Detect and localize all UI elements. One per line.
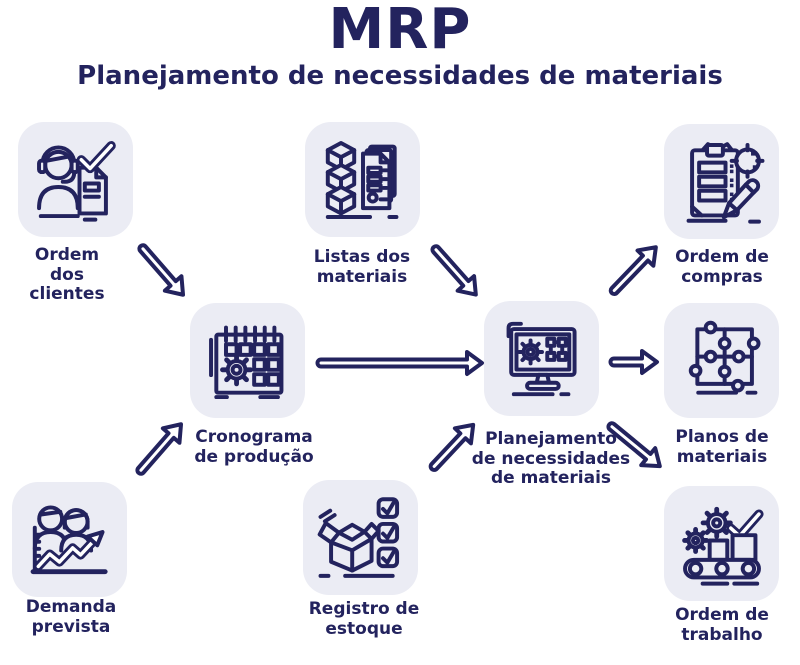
label-ordem-compras: Ordem de compras xyxy=(675,247,769,287)
diagram-subtitle: Planejamento de necessidades de materiai… xyxy=(77,61,723,91)
bill-of-materials-icon xyxy=(325,140,398,219)
inventory-record-icon xyxy=(317,496,399,578)
arrow-planejamento-to-trabalho xyxy=(606,421,662,469)
label-planejamento: Planejamento de necessidades de materiai… xyxy=(471,429,631,489)
arrow-cronograma-to-planejamento xyxy=(315,350,484,376)
node-registro-estoque xyxy=(303,480,418,595)
label-registro-estoque: Registro de estoque xyxy=(308,599,420,639)
node-ordem-compras xyxy=(664,124,779,239)
demand-forecast-icon xyxy=(30,504,108,574)
arrow-listas-to-planejamento xyxy=(430,244,478,297)
label-listas-materiais: Listas dos materiais xyxy=(313,247,411,287)
customer-order-icon xyxy=(36,140,116,222)
node-listas-materiais xyxy=(305,122,420,237)
arrow-registro-to-planejamento xyxy=(428,422,476,472)
material-plans-icon xyxy=(688,320,761,395)
node-planejamento-mrp xyxy=(484,301,599,416)
label-ordem-clientes: Ordem dos clientes xyxy=(29,245,105,305)
arrow-planejamento-to-planos xyxy=(608,349,659,375)
arrow-demanda-to-cronograma xyxy=(135,422,184,476)
arrow-planejamento-to-compras xyxy=(608,245,658,296)
node-planos-materiais xyxy=(664,303,779,418)
diagram-title: MRP xyxy=(328,0,472,62)
label-ordem-trabalho: Ordem de trabalho xyxy=(675,605,769,645)
production-schedule-icon xyxy=(208,325,283,399)
purchase-order-icon xyxy=(686,141,764,224)
label-cronograma: Cronograma de produção xyxy=(194,427,314,467)
label-planos-materiais: Planos de materiais xyxy=(675,427,769,467)
node-demanda-prevista xyxy=(12,482,127,597)
node-ordem-clientes xyxy=(18,122,133,237)
label-demanda-prevista: Demanda prevista xyxy=(25,597,117,637)
arrow-ordem-clientes-to-cronograma xyxy=(137,243,186,297)
mrp-computer-icon xyxy=(506,321,577,396)
work-order-icon xyxy=(681,506,764,586)
node-cronograma-producao xyxy=(190,303,305,418)
node-ordem-trabalho xyxy=(664,486,779,601)
